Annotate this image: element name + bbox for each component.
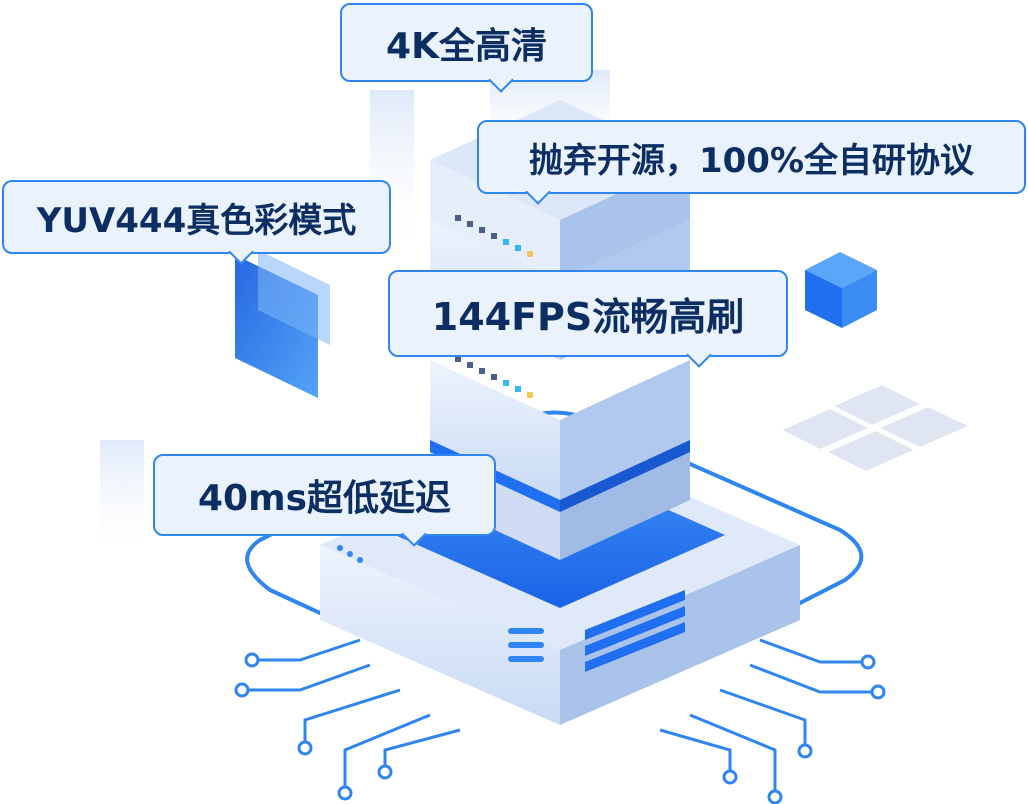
floor-tiles [777, 382, 973, 474]
feature-bubble-color-mode: YUV444真色彩模式 [2, 180, 391, 265]
feature-label: 40ms超低延迟 [197, 478, 452, 519]
circuit-nodes [234, 652, 886, 804]
feature-label: 抛弃开源，100%全自研协议 [528, 140, 975, 181]
feature-label: 4K全高清 [386, 25, 547, 67]
blue-panel-decoration [235, 250, 330, 398]
circuit-traces [245, 638, 875, 795]
feature-bubble-latency: 40ms超低延迟 [153, 454, 496, 547]
feature-label: YUV444真色彩模式 [36, 200, 357, 241]
feature-label: 144FPS流畅高刷 [431, 295, 745, 339]
feature-bubble-protocol: 抛弃开源，100%全自研协议 [477, 120, 1026, 205]
feature-bubble-resolution: 4K全高清 [340, 3, 593, 93]
floating-cube [805, 252, 877, 328]
feature-bubble-frame-rate: 144FPS流畅高刷 [388, 270, 788, 368]
